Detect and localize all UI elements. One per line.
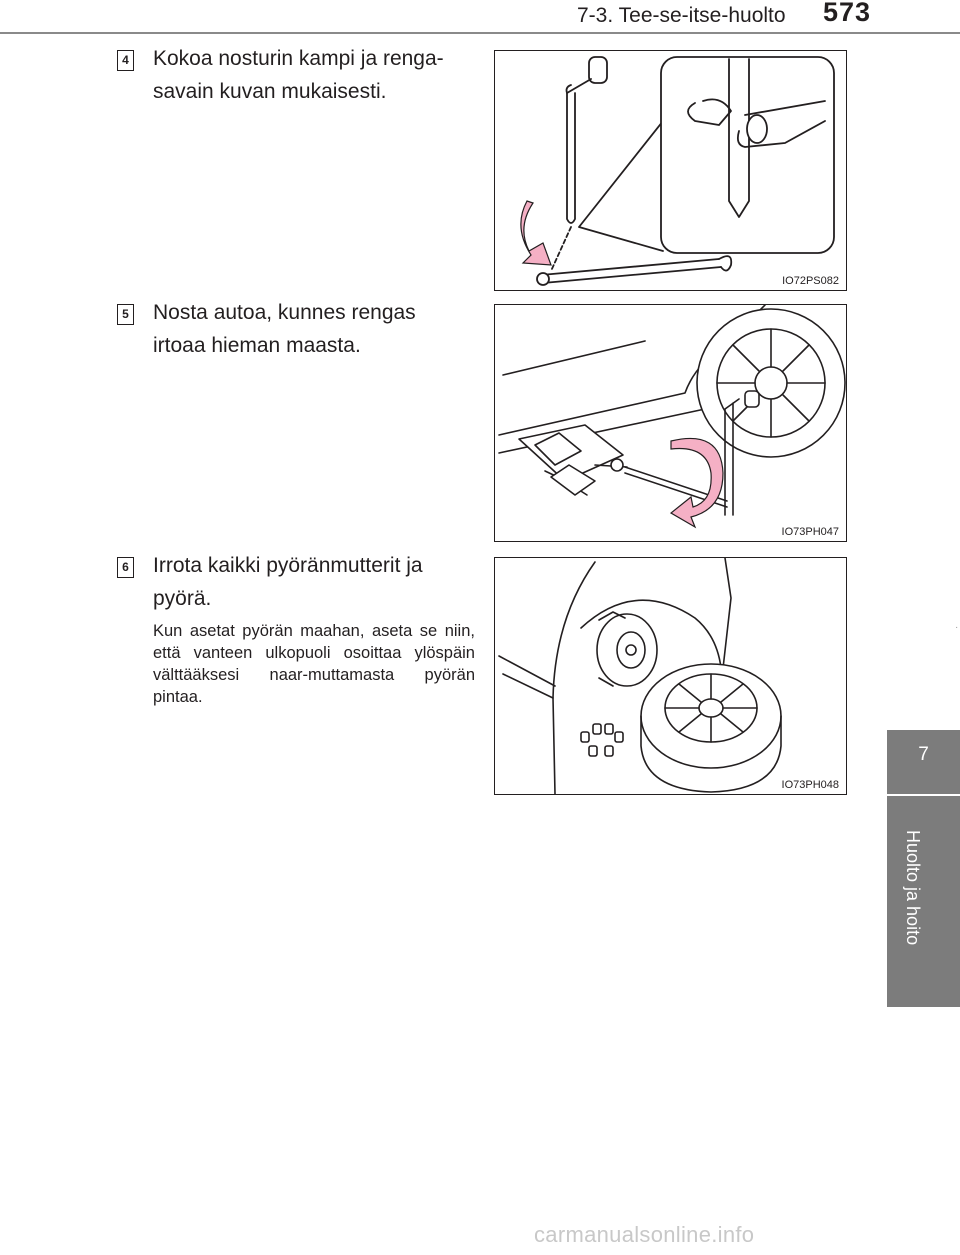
header-divider: [0, 32, 960, 34]
raise-vehicle-illustration: [498, 305, 846, 529]
step-6-line-2: pyörä.: [153, 587, 212, 610]
scissor-jack-icon: [518, 424, 628, 496]
figure-raise-vehicle: IO73PH047: [494, 304, 847, 542]
chapter-title: Huolto ja hoito: [903, 830, 923, 946]
margin-mark: ·: [955, 622, 959, 633]
step-4-line-1: Kokoa nosturin kampi ja renga-: [153, 47, 444, 70]
chapter-tab-divider: [887, 794, 960, 796]
section-title: 7-3. Tee-se-itse-huolto: [577, 4, 786, 27]
jack-handle-illustration: [520, 56, 835, 286]
step-5-line-1: Nosta autoa, kunnes rengas: [153, 301, 416, 324]
rotation-arrow-icon: [669, 437, 724, 529]
wheel-nut-icon: [580, 723, 624, 757]
step-4-text: Kokoa nosturin kampi ja renga- savain ku…: [153, 42, 475, 108]
rotation-arrow-icon: [520, 200, 552, 266]
figure-code: IO72PS082: [780, 275, 841, 287]
step-number-6: 6: [117, 557, 134, 578]
page-number: 573: [823, 0, 872, 27]
step-6-text: Irrota kaikki pyöränmutterit ja pyörä.: [153, 549, 475, 615]
step-number-4: 4: [117, 50, 134, 71]
chapter-tab[interactable]: 7 Huolto ja hoito: [887, 730, 960, 1007]
figure-remove-wheel: IO73PH048: [494, 557, 847, 795]
step-5-text: Nosta autoa, kunnes rengas irtoaa hieman…: [153, 296, 475, 362]
step-6-line-1: Irrota kaikki pyöränmutterit ja: [153, 554, 423, 577]
jack-handle-icon: [540, 258, 722, 284]
step-4-line-2: savain kuvan mukaisesti.: [153, 80, 387, 103]
figure-code: IO73PH047: [779, 526, 841, 538]
remove-wheel-illustration: [498, 558, 782, 794]
car-wheel-icon: [696, 308, 846, 458]
watermark: carmanualsonline.info: [534, 1222, 755, 1247]
spare-wheel-icon: [640, 663, 782, 793]
figure-assemble-handle: IO72PS082: [494, 50, 847, 291]
wheel-wrench-icon: [566, 78, 592, 224]
figure-code: IO73PH048: [779, 779, 841, 791]
chapter-number: 7: [918, 744, 929, 765]
step-number-5: 5: [117, 304, 134, 325]
step-5-line-2: irtoaa hieman maasta.: [153, 334, 361, 357]
brake-disc-icon: [596, 611, 658, 687]
step-6-note: Kun asetat pyörän maahan, aseta se niin,…: [153, 622, 475, 706]
